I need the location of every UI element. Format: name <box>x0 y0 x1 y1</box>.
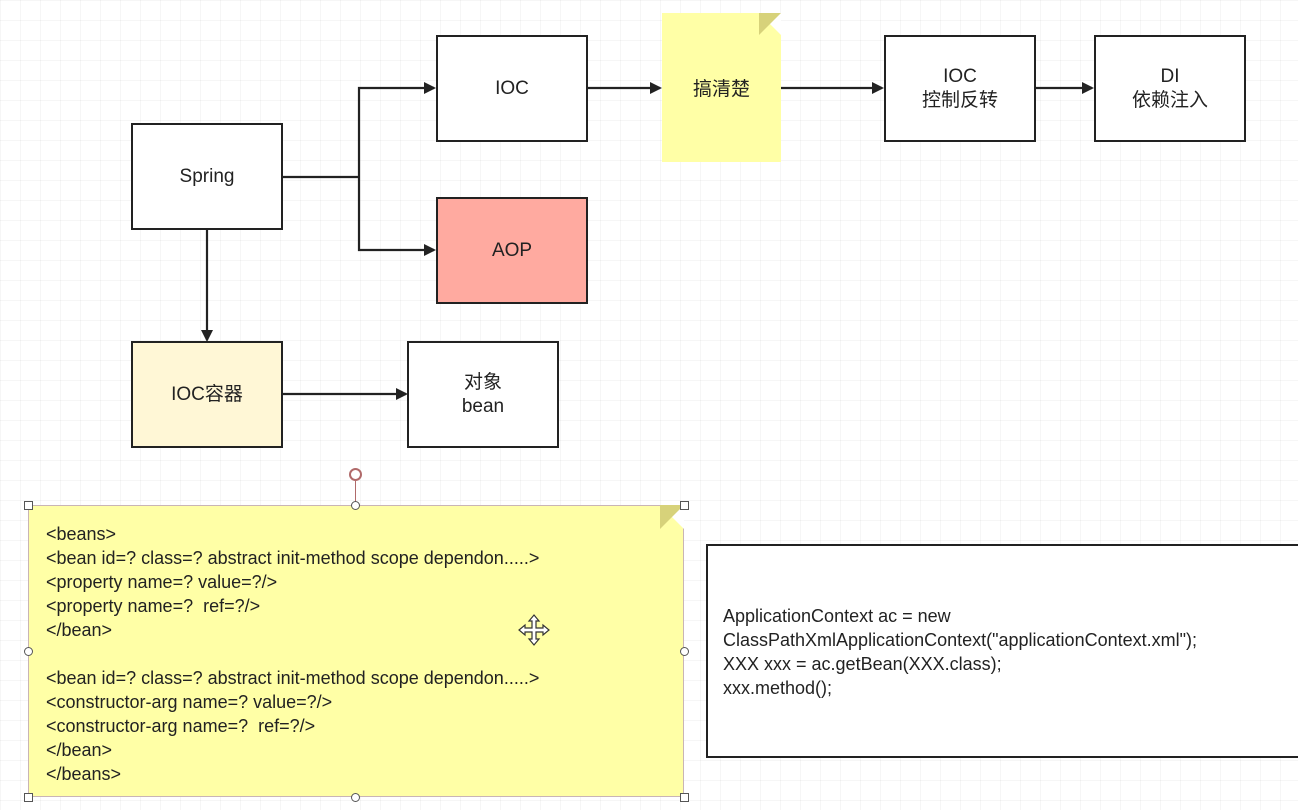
note-fold-shadow <box>759 13 781 35</box>
ioc-container-node[interactable]: IOC容器 <box>131 341 283 448</box>
aop-node[interactable]: AOP <box>436 197 588 304</box>
xml-line: </bean> <box>46 620 113 640</box>
sticky-note-clarify[interactable]: 搞清楚 <box>662 13 781 162</box>
xml-line: </bean> <box>46 740 113 760</box>
resize-handle-top-left[interactable] <box>24 501 33 510</box>
ioc-container-label: IOC容器 <box>171 383 243 405</box>
xml-line: </beans> <box>46 764 122 784</box>
branch-to-ioc-arrow <box>357 82 436 177</box>
di-title: DI <box>1160 65 1180 87</box>
spring-node[interactable]: Spring <box>131 123 283 230</box>
xml-line: <property name=? value=?/> <box>46 572 278 592</box>
java-line: ApplicationContext ac = new <box>723 606 951 626</box>
di-subtitle: 依赖注入 <box>1131 89 1208 111</box>
xml-line: <constructor-arg name=? value=?/> <box>46 692 333 712</box>
xml-line: <property name=? ref=?/> <box>46 596 261 616</box>
java-line: XXX xxx = ac.getBean(XXX.class); <box>723 654 1002 674</box>
ioc-label: IOC <box>495 77 529 99</box>
ioc-inversion-subtitle: 控制反转 <box>921 89 998 111</box>
xml-line: <bean id=? class=? abstract init-method … <box>46 548 540 568</box>
sticky-label: 搞清楚 <box>692 79 750 100</box>
object-bean-node[interactable]: 对象 bean <box>407 341 559 448</box>
java-code-box[interactable]: ApplicationContext ac = new ClassPathXml… <box>706 544 1298 758</box>
ioc-inversion-title: IOC <box>943 65 977 87</box>
aop-label: AOP <box>491 239 533 261</box>
ioc-node[interactable]: IOC <box>436 35 588 142</box>
rotate-handle[interactable] <box>349 468 362 481</box>
xml-line <box>46 642 683 666</box>
resize-handle-top[interactable] <box>351 501 360 510</box>
rotate-stem <box>355 481 356 505</box>
bean-label: bean <box>461 395 505 417</box>
resize-handle-bottom-right[interactable] <box>680 793 689 802</box>
xml-line: <bean id=? class=? abstract init-method … <box>46 668 540 688</box>
resize-handle-bottom-left[interactable] <box>24 793 33 802</box>
resize-handle-left[interactable] <box>24 647 33 656</box>
java-line: xxx.method(); <box>723 678 833 698</box>
resize-handle-top-right[interactable] <box>680 501 689 510</box>
spring-label: Spring <box>179 165 235 187</box>
di-node[interactable]: DI 依赖注入 <box>1094 35 1246 142</box>
xml-line: <beans> <box>46 524 117 544</box>
java-line: ClassPathXmlApplicationContext("applicat… <box>723 630 1197 650</box>
resize-handle-right[interactable] <box>680 647 689 656</box>
ioc-inversion-node[interactable]: IOC 控制反转 <box>884 35 1036 142</box>
resize-handle-bottom[interactable] <box>351 793 360 802</box>
object-label: 对象 <box>463 371 502 393</box>
branch-to-aop-arrow <box>357 177 436 256</box>
move-cursor-icon <box>518 614 550 646</box>
xml-line: <constructor-arg name=? ref=?/> <box>46 716 316 736</box>
xml-config-note[interactable]: <beans> <bean id=? class=? abstract init… <box>28 505 684 797</box>
